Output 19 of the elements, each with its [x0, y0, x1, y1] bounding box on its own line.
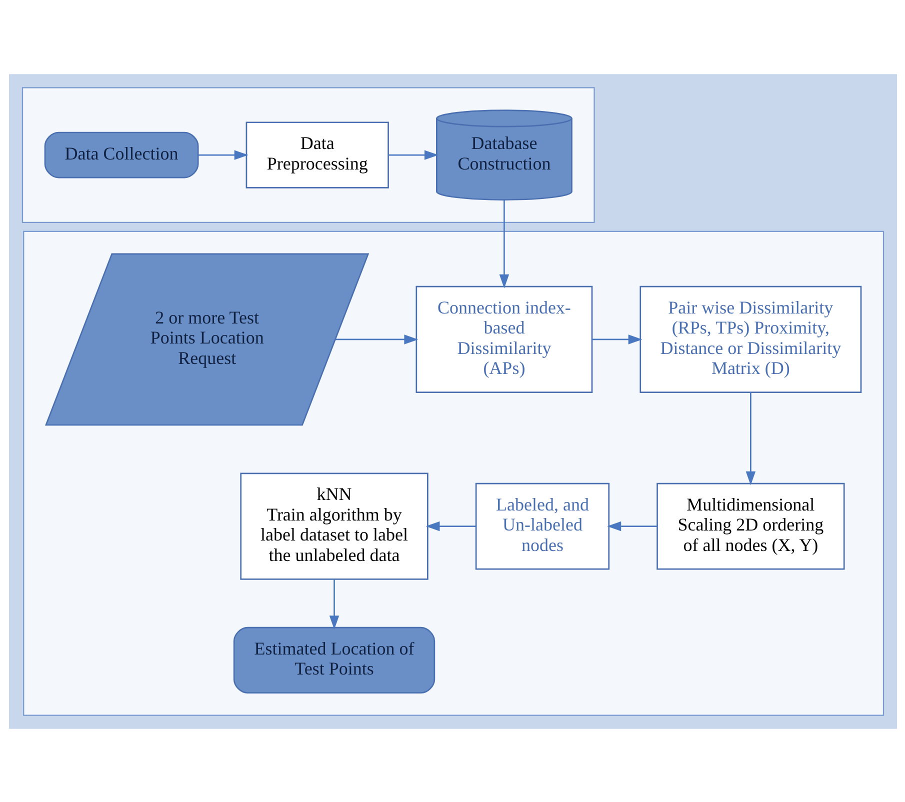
node-box: Pair wise Dissimilarity (RPs, TPs) Proximity, Distance or Dissimilarity Matrix (D): [639, 285, 862, 393]
node-box: Multidimensional Scaling 2D ordering of all nodes (X, Y): [656, 482, 844, 570]
arrow: [388, 150, 438, 160]
node-box: Data Collection: [44, 131, 198, 178]
arrow: [592, 334, 642, 344]
arrow: [328, 578, 339, 630]
node-box: Labeled, and Un-labeled nodes: [474, 482, 610, 570]
arrow: [198, 150, 248, 160]
arrow: [498, 199, 509, 288]
node-box: kNN Train algorithm by label dataset to label the unlabeled data: [240, 472, 428, 580]
arrow: [425, 520, 476, 531]
node-box: Connection index-based Dissimilarity (APs): [415, 285, 592, 393]
cluster: [22, 230, 884, 716]
arrow: [334, 334, 418, 344]
arrow: [745, 392, 756, 485]
node-box: Data Preprocessing: [245, 121, 388, 188]
node-box: Estimated Location of Test Points: [232, 626, 435, 694]
arrow: [606, 520, 657, 531]
cluster: [21, 86, 594, 222]
